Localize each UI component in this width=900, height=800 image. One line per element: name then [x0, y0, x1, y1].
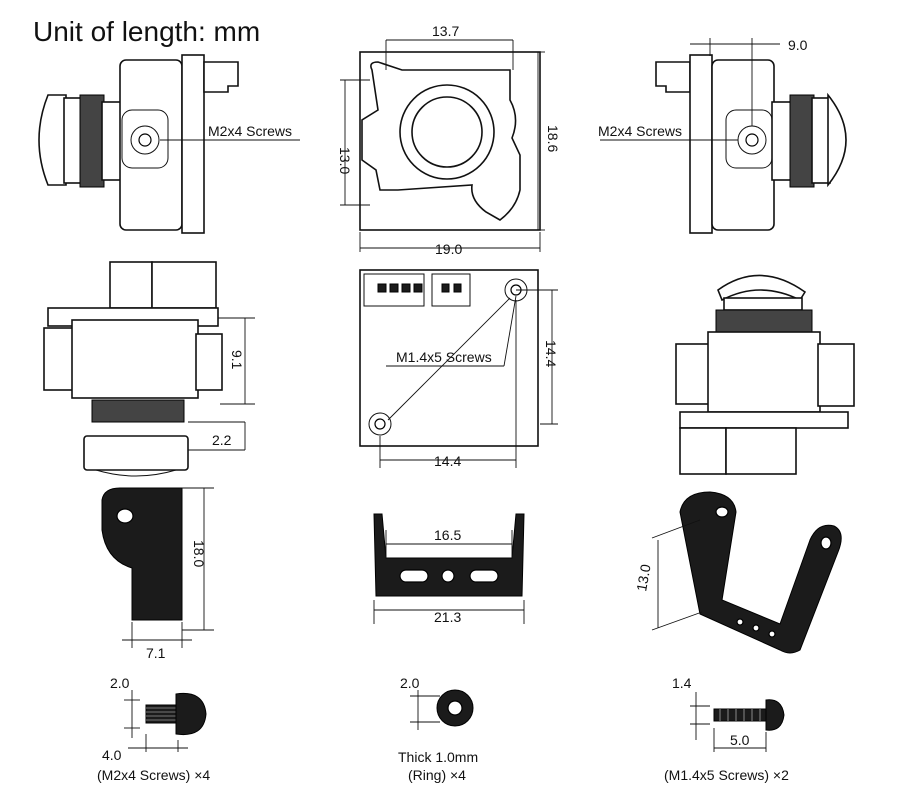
caption-m2-screws: (M2x4 Screws) ×4 [97, 767, 210, 783]
bracket-u-flat: 16.5 21.3 [373, 513, 525, 625]
dim-ring: 2.0 [400, 675, 420, 691]
dim-m14-head: 1.4 [672, 675, 692, 691]
dim-lens-offset: 2.2 [212, 432, 232, 448]
dim-m2-length: 4.0 [102, 747, 122, 763]
dim-bracket-3d-height: 13.0 [633, 563, 654, 593]
dim-board-height: 14.4 [543, 340, 559, 367]
dim-board-width: 14.4 [434, 453, 461, 469]
dim-front-outer-height: 18.6 [545, 125, 561, 152]
dim-bracket-l-width: 7.1 [146, 645, 166, 661]
caption-ring-thick: Thick 1.0mm [398, 749, 478, 765]
dim-front-height: 13.0 [337, 147, 353, 174]
camera-board: M1.4x5 Screws 14.4 14.4 [359, 269, 559, 469]
page-title: Unit of length: mm [33, 16, 261, 47]
camera-front-view: 13.7 13.0 18.6 19.0 [337, 23, 561, 257]
ring-washer: 2.0 Thick 1.0mm (Ring) ×4 [398, 675, 478, 783]
screw-m1-4x5: 1.4 5.0 (M1.4x5 Screws) ×2 [664, 675, 789, 783]
caption-m14-screws: (M1.4x5 Screws) ×2 [664, 767, 789, 783]
bracket-u-perspective: 13.0 [633, 491, 842, 654]
dim-front-outer-width: 19.0 [435, 241, 462, 257]
dim-right-offset: 9.0 [788, 37, 808, 53]
dim-m2-head: 2.0 [110, 675, 130, 691]
board-screws-label: M1.4x5 Screws [396, 349, 492, 365]
left-screws-label: M2x4 Screws [208, 123, 292, 139]
dim-bracket-l-height: 18.0 [191, 540, 207, 567]
camera-side-view-right: M2x4 Screws 9.0 [598, 37, 847, 234]
dim-front-width: 13.7 [432, 23, 459, 39]
bracket-l-shape: 18.0 7.1 [101, 487, 214, 661]
right-screws-label: M2x4 Screws [598, 123, 682, 139]
dim-bracket-u-outer: 21.3 [434, 609, 461, 625]
dim-m14-length: 5.0 [730, 732, 750, 748]
camera-side-view-left: M2x4 Screws [38, 54, 300, 234]
dim-side-height: 9.1 [229, 350, 245, 370]
camera-bottom-view: 9.1 2.2 [43, 261, 255, 477]
camera-perspective-view [675, 274, 855, 475]
caption-ring: (Ring) ×4 [408, 767, 466, 783]
screw-m2x4: 2.0 4.0 (M2x4 Screws) ×4 [97, 675, 210, 783]
dim-bracket-u-inner: 16.5 [434, 527, 461, 543]
